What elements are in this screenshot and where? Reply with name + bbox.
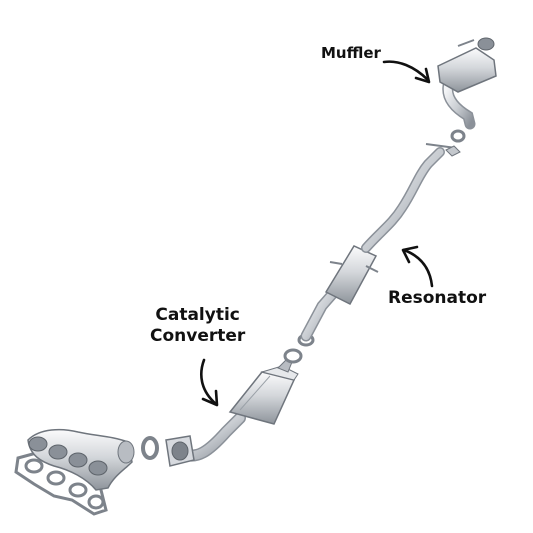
muffler-arrowhead: [414, 67, 431, 84]
catalytic-converter-label-line2: Converter: [150, 325, 246, 346]
muffler-label: Muffler: [321, 44, 381, 62]
resonator: [300, 245, 379, 342]
muffler-arrow: [382, 60, 430, 82]
front-pipe: [165, 412, 246, 467]
catalytic-converter: [228, 359, 299, 425]
resonator-arrowhead: [401, 245, 419, 264]
ring-gasket: [283, 348, 303, 364]
catalytic-converter-arrowhead: [201, 389, 219, 407]
ring-gasket: [450, 129, 466, 143]
tailpipe-muffler: [437, 37, 497, 130]
resonator-label: Resonator: [388, 288, 487, 308]
flange-gasket: [141, 436, 159, 460]
hanger-bracket: [445, 145, 461, 157]
resonator-arrow: [402, 248, 434, 288]
mid-pipe: [361, 143, 457, 253]
catalytic-converter-label: Catalytic Converter: [150, 305, 245, 346]
catalytic-converter-arrow: [200, 358, 218, 406]
exhaust-manifold: [27, 428, 135, 491]
catalytic-converter-label-line1: Catalytic: [155, 305, 240, 325]
